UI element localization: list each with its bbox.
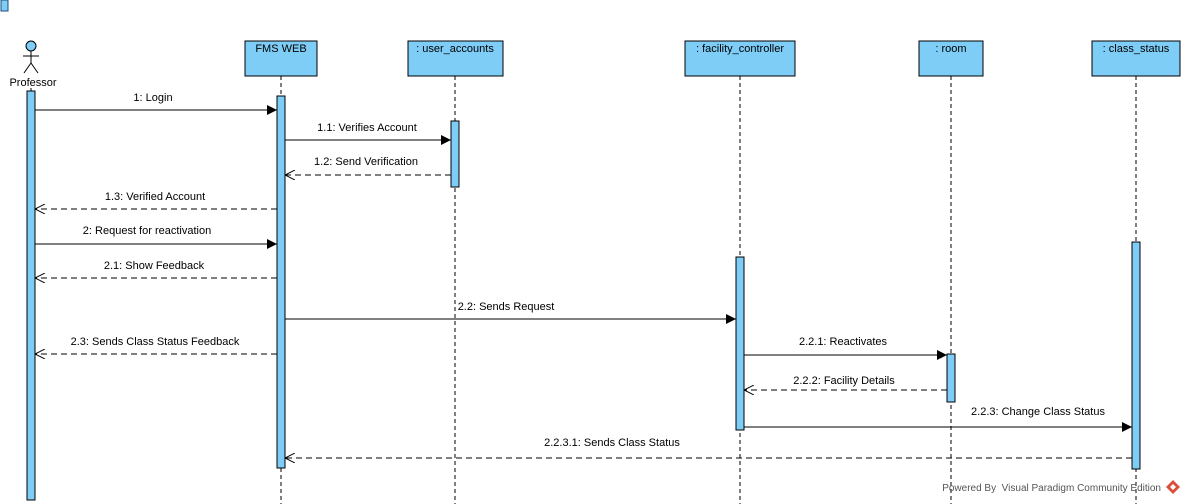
message-2-2-sends-request: 2.2: Sends Request bbox=[285, 301, 736, 324]
watermark: Powered By Visual Paradigm Community Edi… bbox=[942, 480, 1180, 494]
activation-professor bbox=[26, 90, 36, 501]
message-label: 2: Request for reactivation bbox=[83, 225, 211, 237]
activation-room bbox=[946, 353, 956, 403]
message-label: 1: Login bbox=[133, 92, 172, 104]
message-label: 1.2: Send Verification bbox=[314, 156, 418, 168]
activation-user-accounts bbox=[450, 120, 460, 188]
message-2-2-1-reactivates: 2.2.1: Reactivates bbox=[744, 336, 947, 360]
frame-corner-marker bbox=[0, 0, 9, 12]
activation-fms-web bbox=[276, 95, 286, 469]
message-label: 2.2: Sends Request bbox=[458, 301, 555, 313]
lifeline-head-user-accounts bbox=[407, 40, 504, 77]
lifeline-name-class-status: : class_status bbox=[1103, 43, 1170, 55]
actor-left-leg bbox=[23, 62, 32, 74]
message-label: 2.2.2: Facility Details bbox=[793, 375, 895, 387]
actor-professor: Professor bbox=[9, 40, 57, 89]
lifeline-head-class-status bbox=[1091, 40, 1181, 77]
message-2-2-2-facility-details: 2.2.2: Facility Details bbox=[744, 375, 947, 390]
message-label: 1.1: Verifies Account bbox=[317, 122, 417, 134]
watermark-text: Powered By Visual Paradigm Community Edi… bbox=[942, 483, 1161, 494]
message-2-1-show-feedback: 2.1: Show Feedback bbox=[35, 260, 277, 278]
lifeline-head-facility-controller bbox=[684, 40, 796, 77]
message-1-2-send-verification: 1.2: Send Verification bbox=[285, 156, 451, 175]
lifeline-name-room: : room bbox=[935, 43, 966, 55]
message-label: 2.2.3.1: Sends Class Status bbox=[544, 437, 680, 449]
message-label: 2.1: Show Feedback bbox=[104, 260, 205, 272]
message-2-request-for-reactivation: 2: Request for reactivation bbox=[35, 225, 277, 249]
message-2-2-3-change-class-status: 2.2.3: Change Class Status bbox=[744, 406, 1132, 432]
message-label: 2.2.3: Change Class Status bbox=[971, 406, 1105, 418]
lifeline-name-facility-controller: : facility_controller bbox=[696, 43, 784, 55]
lifeline-head-room bbox=[918, 40, 984, 77]
actor-label: Professor bbox=[9, 77, 56, 89]
message-2-2-3-1-sends-class-status: 2.2.3.1: Sends Class Status bbox=[285, 437, 1132, 458]
message-1-login: 1: Login bbox=[35, 92, 277, 115]
message-label: 1.3: Verified Account bbox=[105, 191, 205, 203]
message-2-3-sends-class-status-feedback: 2.3: Sends Class Status Feedback bbox=[35, 336, 277, 354]
message-1-1-verifies-account: 1.1: Verifies Account bbox=[285, 122, 451, 145]
lifeline-name-user-accounts: : user_accounts bbox=[416, 43, 494, 55]
logo-inner-mark bbox=[1170, 484, 1176, 490]
lifeline-head-fms-web bbox=[244, 40, 318, 77]
message-1-3-verified-account: 1.3: Verified Account bbox=[35, 191, 277, 209]
message-label: 2.2.1: Reactivates bbox=[799, 336, 888, 348]
activation-facility-controller bbox=[735, 256, 745, 431]
message-label: 2.3: Sends Class Status Feedback bbox=[71, 336, 240, 348]
actor-right-leg bbox=[30, 62, 39, 74]
activation-class-status bbox=[1131, 241, 1141, 470]
actor-head bbox=[25, 40, 37, 52]
lifeline-name-fms-web: FMS WEB bbox=[255, 43, 306, 55]
